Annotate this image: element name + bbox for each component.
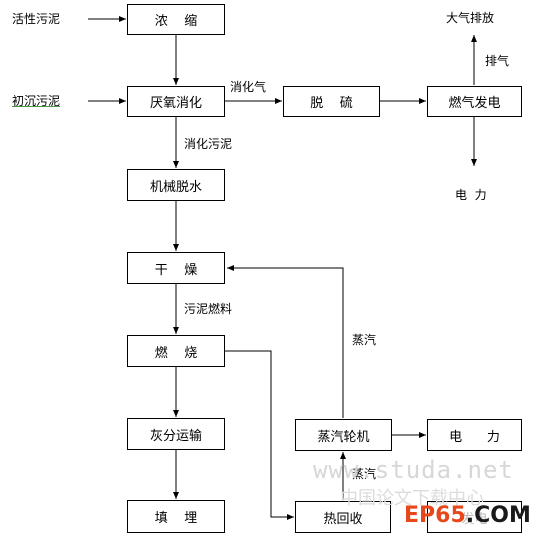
box-thickening: 浓 缩	[127, 4, 225, 35]
watermark-site: www.studa.net	[313, 456, 514, 484]
logo-part-a: EP65	[404, 503, 466, 528]
arrow-incineration-to-heat-recovery	[225, 350, 294, 520]
box-gas-power: 燃气发电	[427, 86, 522, 117]
label-atmosphere: 大气排放	[446, 11, 495, 25]
label-steam-to-turbine: 蒸汽	[352, 467, 377, 481]
box-landfill: 填 埋	[127, 500, 225, 533]
label-exhaust: 排气	[485, 54, 510, 68]
box-steam-turbine: 蒸汽轮机	[295, 419, 392, 451]
watermark-logo: EP65.COM	[404, 503, 531, 528]
label-steam-to-dryer: 蒸汽	[352, 333, 377, 347]
box-mech-dewatering: 机械脱水	[127, 169, 225, 201]
primary-sludge-label: 初沉污泥	[12, 94, 61, 108]
label-digester-gas: 消化气	[230, 80, 267, 94]
label-sludge-fuel: 污泥燃料	[184, 302, 233, 316]
label-electricity-gas: 电 力	[455, 188, 487, 202]
arrow-turbine-to-drying	[227, 265, 344, 418]
box-partially-hidden: 发电	[427, 501, 522, 533]
watermark-site-cn: 中国论文下载中心	[340, 488, 484, 509]
active-sludge-label: 活性污泥	[12, 12, 61, 26]
box-electricity-turbine: 电 力	[427, 419, 522, 451]
box-drying: 干 燥	[127, 252, 225, 284]
box-anaerobic-digestion: 厌氧消化	[127, 86, 225, 117]
box-desulfurization: 脱 硫	[283, 86, 380, 117]
logo-part-b: .COM	[465, 503, 531, 528]
box-ash-transport: 灰分运输	[127, 418, 225, 450]
box-incineration: 燃 烧	[127, 335, 225, 367]
box-heat-recovery: 热回收	[295, 501, 391, 533]
label-digested-sludge: 消化污泥	[184, 137, 233, 151]
